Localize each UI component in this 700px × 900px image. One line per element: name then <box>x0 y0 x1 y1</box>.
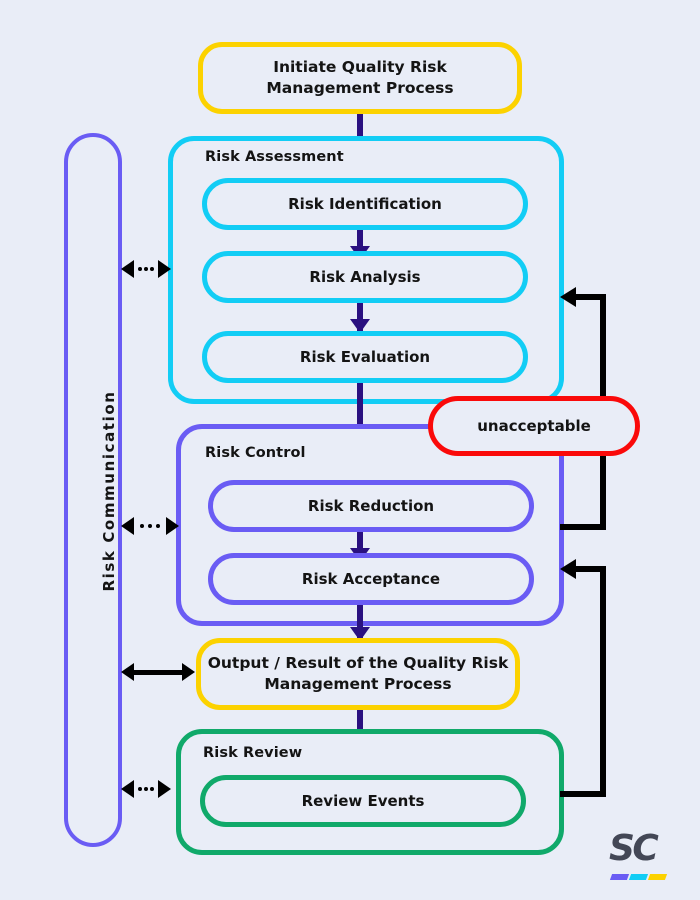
feedback-loop-1-arrowhead <box>560 287 576 307</box>
shaft-dot <box>148 524 152 528</box>
node-review-events: Review Events <box>200 775 526 827</box>
shaft-dot <box>144 787 148 791</box>
arrow-acceptance-to-output-shaft <box>357 605 363 647</box>
feedback-loop-2-bottom-segment <box>560 791 606 797</box>
dotted-shaft <box>134 267 158 271</box>
arrow-acceptance-to-output-head <box>350 627 370 641</box>
arrow-right-head-icon <box>158 260 171 278</box>
feedback-loop-2-top-segment <box>576 566 606 572</box>
node-initiate-quality-risk-management-process: Initiate Quality Risk Management Process <box>198 42 522 114</box>
communication-arrow-output <box>121 661 195 683</box>
node-output-result: Output / Result of the Quality Risk Mana… <box>196 638 520 710</box>
node-unacceptable: unacceptable <box>428 396 640 456</box>
node-risk-acceptance: Risk Acceptance <box>208 553 534 605</box>
risk-identification-label: Risk Identification <box>288 194 442 213</box>
feedback-loop-1-top-segment <box>576 294 606 300</box>
feedback-loop-1-bottom-segment <box>560 524 606 530</box>
node-risk-identification: Risk Identification <box>202 178 528 230</box>
risk-reduction-label: Risk Reduction <box>307 496 435 515</box>
feedback-loop-2-arrowhead <box>560 559 576 579</box>
arrow-left-head-icon <box>121 663 134 681</box>
output-line-2: Management Process <box>264 675 452 693</box>
arrow-left-head-icon <box>121 780 134 798</box>
shaft-dot <box>138 267 142 271</box>
risk-analysis-label: Risk Analysis <box>309 267 421 286</box>
shaft-dot <box>156 524 160 528</box>
dotted-shaft <box>134 787 158 791</box>
arrow-right-head-icon <box>158 780 171 798</box>
risk-acceptance-label: Risk Acceptance <box>301 569 441 588</box>
logo-stripe-yellow <box>647 874 668 880</box>
shaft-dot <box>150 787 154 791</box>
shaft-dot <box>138 787 142 791</box>
group-risk-control-label: Risk Control <box>205 445 306 461</box>
review-events-label: Review Events <box>301 791 425 810</box>
logo-stripe-purple <box>609 874 630 880</box>
communication-arrow-risk-assessment <box>121 258 171 280</box>
arrow-left-head-icon <box>121 260 134 278</box>
sc-logo-text: SC <box>609 828 659 869</box>
risk-communication-label: Risk Communication <box>100 390 118 592</box>
shaft-dot <box>144 267 148 271</box>
initiate-line-2: Management Process <box>266 79 454 97</box>
risk-communication-bar <box>64 133 122 847</box>
communication-arrow-risk-review <box>121 778 171 800</box>
node-risk-evaluation: Risk Evaluation <box>202 331 528 383</box>
group-risk-review-label: Risk Review <box>203 745 303 761</box>
shaft-dot <box>150 267 154 271</box>
shaft-dot <box>140 524 144 528</box>
unacceptable-label: unacceptable <box>477 416 591 435</box>
arrow-right-head-icon <box>166 517 179 535</box>
feedback-loop-2-vertical-segment <box>600 566 606 797</box>
initiate-line-1: Initiate Quality Risk <box>273 58 447 77</box>
arrow-analysis-to-evaluation-head <box>350 319 370 333</box>
sc-logo: SC <box>609 828 671 881</box>
output-line-1: Output / Result of the Quality Risk <box>207 654 509 673</box>
group-risk-assessment-label: Risk Assessment <box>205 149 344 165</box>
dotted-shaft <box>134 524 166 528</box>
node-risk-analysis: Risk Analysis <box>202 251 528 303</box>
logo-stripe-cyan <box>628 874 649 880</box>
node-risk-reduction: Risk Reduction <box>208 480 534 532</box>
arrow-right-head-icon <box>182 663 195 681</box>
arrow-left-head-icon <box>121 517 134 535</box>
solid-shaft <box>134 669 182 675</box>
communication-arrow-risk-control <box>121 515 179 537</box>
risk-evaluation-label: Risk Evaluation <box>299 347 431 366</box>
